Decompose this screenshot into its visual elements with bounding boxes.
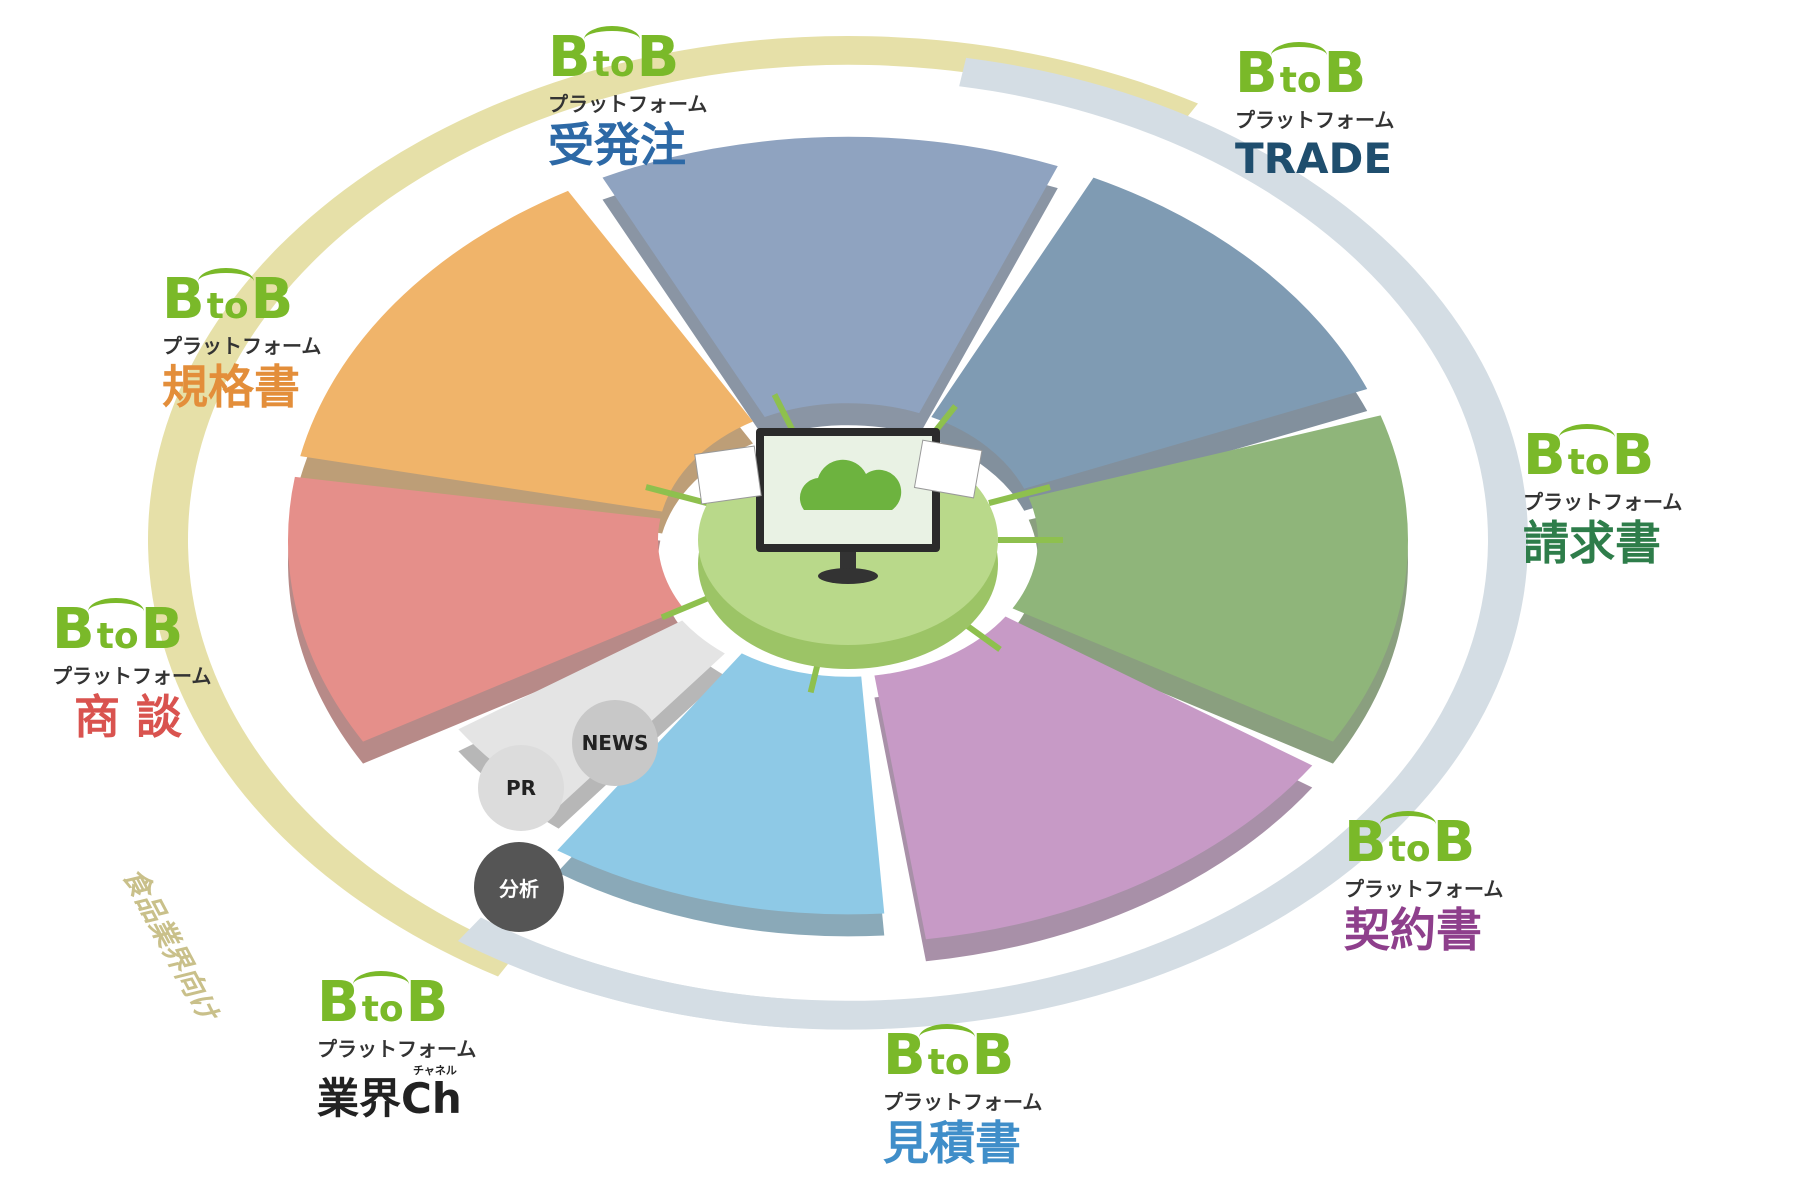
- btob-logo: BtoB: [1523, 423, 1655, 488]
- btob-logo: BtoB: [317, 970, 449, 1035]
- industry-rings: [147, 35, 1529, 1030]
- btob-logo: BtoB: [548, 25, 680, 90]
- service-title: 受発注: [548, 118, 686, 172]
- central-hub: [694, 428, 998, 669]
- service-title: 契約書: [1344, 903, 1482, 957]
- segment-mitsumorisho: [557, 653, 885, 937]
- platform-subtitle: プラットフォーム: [883, 1090, 1043, 1114]
- platform-subtitle: プラットフォーム: [1523, 490, 1683, 514]
- label-mitsumorisho[interactable]: BtoB プラットフォーム 見積書: [883, 1023, 1053, 1170]
- monitor-stand: [840, 552, 856, 572]
- label-trade[interactable]: BtoB プラットフォーム TRADE: [1235, 41, 1405, 183]
- segment-kikakusho: [300, 190, 753, 534]
- news-bubble: NEWS: [572, 700, 658, 786]
- channel-ruby: チャネル: [413, 1064, 457, 1077]
- btob-logo: BtoB: [883, 1023, 1015, 1088]
- monitor-foot: [818, 568, 878, 584]
- segment-top: [931, 177, 1368, 489]
- service-title: 請求書: [1523, 516, 1661, 570]
- service-title: 業界Ch: [317, 1074, 462, 1123]
- document-icon: [913, 439, 983, 499]
- label-gyokai-ch[interactable]: BtoB プラットフォーム チャネル 業界Ch: [317, 970, 487, 1123]
- btob-logo: BtoB: [162, 267, 294, 332]
- segment-juhatchu: [602, 136, 1058, 440]
- platform-subtitle: プラットフォーム: [162, 334, 322, 358]
- btob-logo: BtoB: [1235, 41, 1367, 106]
- segment-keiyakusho: [874, 616, 1313, 962]
- segment-top: [288, 476, 684, 742]
- spoke-line: [645, 484, 708, 506]
- segment-seikyusho: [1012, 415, 1408, 764]
- pr-bubble: PR: [478, 745, 564, 831]
- platform-subtitle: プラットフォーム: [52, 664, 212, 688]
- document-icon: [694, 445, 762, 505]
- segment-trade: [931, 177, 1368, 511]
- label-shodan[interactable]: BtoB プラットフォーム 商 談: [52, 597, 222, 744]
- label-keiyakusho[interactable]: BtoB プラットフォーム 契約書: [1344, 810, 1514, 957]
- label-seikyusho[interactable]: BtoB プラットフォーム 請求書: [1523, 423, 1693, 570]
- spoke-line: [988, 484, 1051, 506]
- segment-top: [602, 136, 1058, 418]
- service-title: 商 談: [74, 690, 183, 744]
- platform-subtitle: プラットフォーム: [317, 1037, 477, 1061]
- platform-subtitle: プラットフォーム: [1344, 877, 1504, 901]
- platform-subtitle: プラットフォーム: [548, 92, 708, 116]
- service-segments: [288, 136, 1408, 962]
- platform-subtitle: プラットフォーム: [1235, 108, 1395, 132]
- service-title: 規格書: [162, 360, 300, 414]
- label-kikakusho[interactable]: BtoB プラットフォーム 規格書: [162, 267, 332, 414]
- segment-top: [300, 190, 753, 512]
- btob-logo: BtoB: [1344, 810, 1476, 875]
- label-juhatchu[interactable]: BtoB プラットフォーム 受発注: [548, 25, 718, 172]
- analysis-bubble: 分析: [474, 842, 564, 932]
- service-title: TRADE: [1235, 134, 1393, 183]
- segment-top: [874, 616, 1313, 940]
- segment-top: [557, 653, 885, 915]
- segment-top: [1012, 415, 1408, 742]
- service-title: 見積書: [883, 1116, 1021, 1170]
- btob-logo: BtoB: [52, 597, 184, 662]
- segment-shodan: [288, 476, 684, 764]
- all-industries-ring-tail: [457, 917, 793, 1028]
- cloud-icon: [799, 459, 902, 510]
